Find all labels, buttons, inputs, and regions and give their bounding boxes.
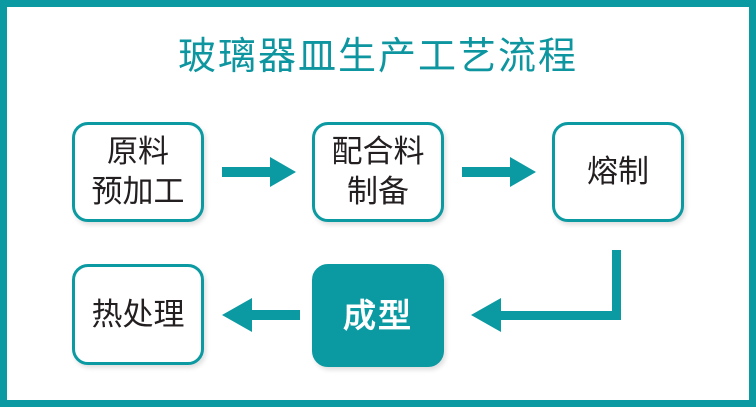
flow-node-label: 原料 预加工 xyxy=(91,134,185,210)
flow-node-heat-treatment[interactable]: 热处理 xyxy=(72,264,204,365)
flow-node-batch-preparation[interactable]: 配合料 制备 xyxy=(312,122,444,222)
page-title: 玻璃器皿生产工艺流程 xyxy=(177,34,578,78)
flow-node-label: 成型 xyxy=(343,295,413,335)
arrow-shaft xyxy=(462,167,510,177)
arrow-shaft xyxy=(222,167,270,177)
flow-node-forming[interactable]: 成型 xyxy=(312,264,444,367)
flow-node-label: 配合料 制备 xyxy=(331,134,425,210)
flow-node-label: 熔制 xyxy=(587,154,649,190)
arrow-batch-to-melt-icon xyxy=(462,157,536,187)
arrow-forming-to-heat-treatment-icon xyxy=(222,298,300,332)
flow-node-melting[interactable]: 熔制 xyxy=(552,122,684,222)
flow-node-raw-material-pretreatment[interactable]: 原料 预加工 xyxy=(72,122,204,222)
arrow-head xyxy=(471,298,501,332)
connector-horizontal-segment xyxy=(500,311,621,320)
connector-vertical-segment xyxy=(612,250,621,320)
arrow-head xyxy=(222,298,252,332)
arrow-melt-to-forming-icon xyxy=(455,218,635,338)
arrow-raw-to-batch-icon xyxy=(222,157,296,187)
flow-node-label: 热处理 xyxy=(91,296,185,333)
arrow-head xyxy=(510,157,536,187)
arrow-head xyxy=(270,157,296,187)
arrow-shaft xyxy=(250,310,300,320)
